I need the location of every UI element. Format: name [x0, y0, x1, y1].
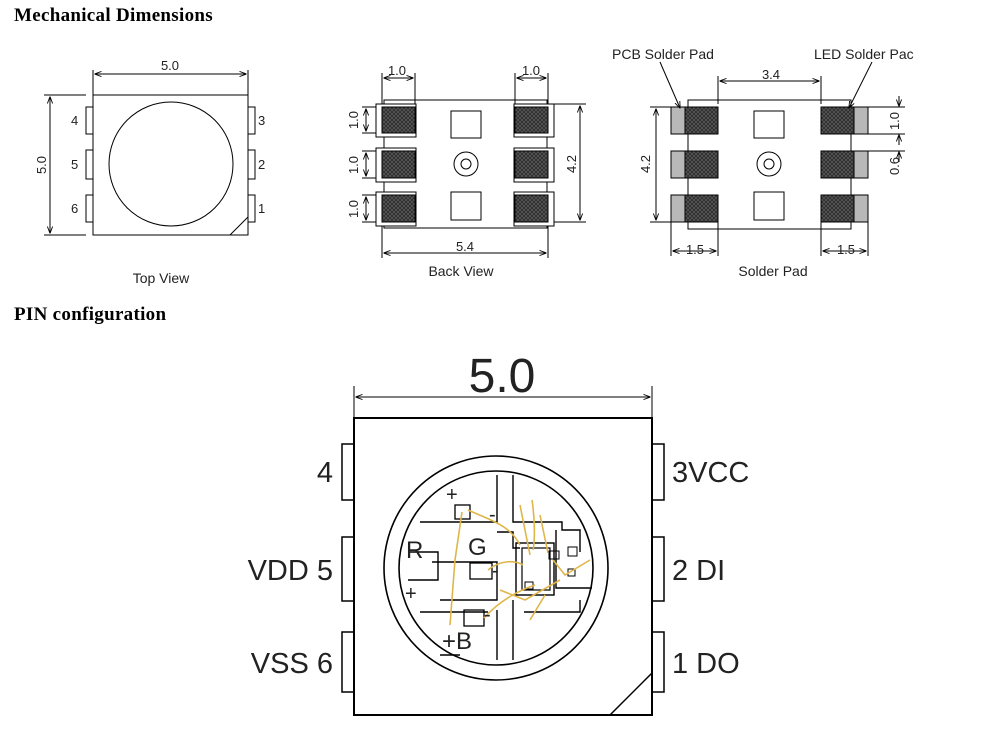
pcb-solder-pad: [670, 194, 686, 223]
back-view-pad: [381, 194, 416, 223]
pin-diagram-corner-mark: [609, 672, 653, 716]
bond-wires: [449, 499, 591, 626]
solder-pad-square-bottom: [753, 191, 785, 221]
top-view: [44, 70, 256, 236]
back-view-pad: [381, 106, 416, 134]
top-view-pin-label-2: 2: [258, 157, 265, 172]
pcb-solder-pad-leader: [659, 61, 680, 108]
back-view-pad: [381, 150, 416, 179]
pin-label-1-do: 1 DO: [672, 648, 740, 680]
die-label-g: G: [468, 534, 487, 561]
die-label-plus-top: +: [446, 484, 458, 506]
die-label-minus-top: -: [489, 504, 496, 526]
back-view-pad: [514, 194, 549, 223]
pin-label-4: 4: [317, 457, 333, 489]
solder-pad-caption: Solder Pad: [738, 263, 807, 279]
die-red: [454, 504, 471, 520]
pcb-solder-pad: [670, 150, 686, 179]
led-solder-pad: [820, 194, 855, 223]
top-view-pin-label-6: 6: [71, 201, 78, 216]
back-view: [362, 73, 586, 258]
top-view-pin-3: [247, 106, 256, 135]
pin-label-vss-6: VSS 6: [251, 648, 333, 680]
led-solder-pad: [820, 106, 855, 135]
pin-3: [651, 443, 665, 501]
pin-label-2-di: 2 DI: [672, 555, 725, 587]
pcb-solder-pad: [853, 150, 869, 179]
back-view-span-width: 5.4: [456, 239, 474, 254]
led-solder-pad: [684, 106, 719, 135]
back-view-pad-width-left: 1.0: [388, 63, 406, 78]
solder-pad-ring-outer: [756, 151, 782, 177]
back-view-pad-height-1: 1.0: [346, 111, 361, 129]
pin-4: [341, 443, 355, 501]
solder-pad-width-right: 1.5: [837, 242, 855, 257]
back-view-pad: [514, 150, 549, 179]
solder-pad-width-left: 1.5: [686, 242, 704, 257]
top-view-body: [92, 94, 249, 236]
back-view-square-bottom: [450, 191, 482, 221]
back-view-ring-outer: [453, 151, 479, 177]
back-view-pad-height-2: 1.0: [346, 156, 361, 174]
pcb-solder-pad: [853, 106, 869, 135]
led-solder-pad: [684, 194, 719, 223]
pin-label-3vcc: 3VCC: [672, 457, 749, 489]
top-view-pin-2: [247, 149, 256, 180]
led-solder-pad: [820, 150, 855, 179]
top-view-pin-1: [247, 194, 256, 223]
solder-pad-square-top: [753, 110, 785, 139]
top-view-pin-label-3: 3: [258, 113, 265, 128]
ic-chip: [521, 547, 551, 591]
solder-pad-inner-span: 3.4: [762, 67, 780, 82]
die-green: [469, 562, 493, 580]
top-view-pin-label-1: 1: [258, 201, 265, 216]
pin-label-vdd-5: VDD 5: [248, 555, 333, 587]
led-solder-pad-label: LED Solder Pac: [814, 46, 914, 62]
back-view-caption: Back View: [428, 263, 494, 279]
solder-pad-pad-height: 1.0: [887, 112, 902, 130]
pin-diagram-width-label: 5.0: [469, 350, 536, 403]
top-view-pin-6: [85, 194, 94, 223]
pin-diagram: [341, 386, 665, 716]
pin-5: [341, 536, 355, 602]
mechanical-dimensions-heading: Mechanical Dimensions: [14, 5, 213, 26]
pin-configuration-heading: PIN configuration: [14, 304, 167, 325]
lens-inner-ring: [398, 470, 594, 666]
solder-pad-ring-inner: [763, 158, 775, 170]
top-view-pin-label-4: 4: [71, 113, 78, 128]
die-label-plus-left: +: [405, 583, 417, 605]
back-view-ring-inner: [460, 158, 472, 170]
back-view-pad-height-3: 1.0: [346, 200, 361, 218]
pcb-solder-pad-label: PCB Solder Pad: [612, 46, 714, 62]
top-view-corner-mark: [229, 216, 249, 236]
led-solder-pad-leader: [849, 61, 873, 108]
top-view-caption: Top View: [133, 270, 190, 286]
pin-1: [651, 631, 665, 693]
top-view-width-label: 5.0: [161, 58, 179, 73]
pin-6: [341, 631, 355, 693]
top-view-pin-label-5: 5: [71, 157, 78, 172]
back-view-pad: [514, 106, 549, 134]
solder-pad-view: [650, 61, 905, 256]
lens-outer-ring: [383, 455, 609, 681]
back-view-span-height: 4.2: [564, 155, 579, 173]
back-view-pad-width-right: 1.0: [522, 63, 540, 78]
led-solder-pad: [684, 150, 719, 179]
top-view-pin-4: [85, 106, 94, 135]
die-label-minus-mid: -: [492, 560, 499, 582]
pcb-solder-pad: [670, 106, 686, 135]
die-label-r: R: [406, 537, 423, 564]
back-view-square-top: [450, 110, 482, 139]
die-label-minus-bot: -: [484, 604, 491, 626]
top-view-height-label: 5.0: [34, 156, 49, 174]
pin-2: [651, 536, 665, 602]
pcb-solder-pad: [853, 194, 869, 223]
solder-pad-height-span: 4.2: [638, 155, 653, 173]
top-view-lens: [108, 101, 234, 227]
top-view-pin-5: [85, 149, 94, 180]
die-label-b: +B: [442, 628, 472, 655]
solder-pad-gap: 0.6: [887, 157, 902, 175]
